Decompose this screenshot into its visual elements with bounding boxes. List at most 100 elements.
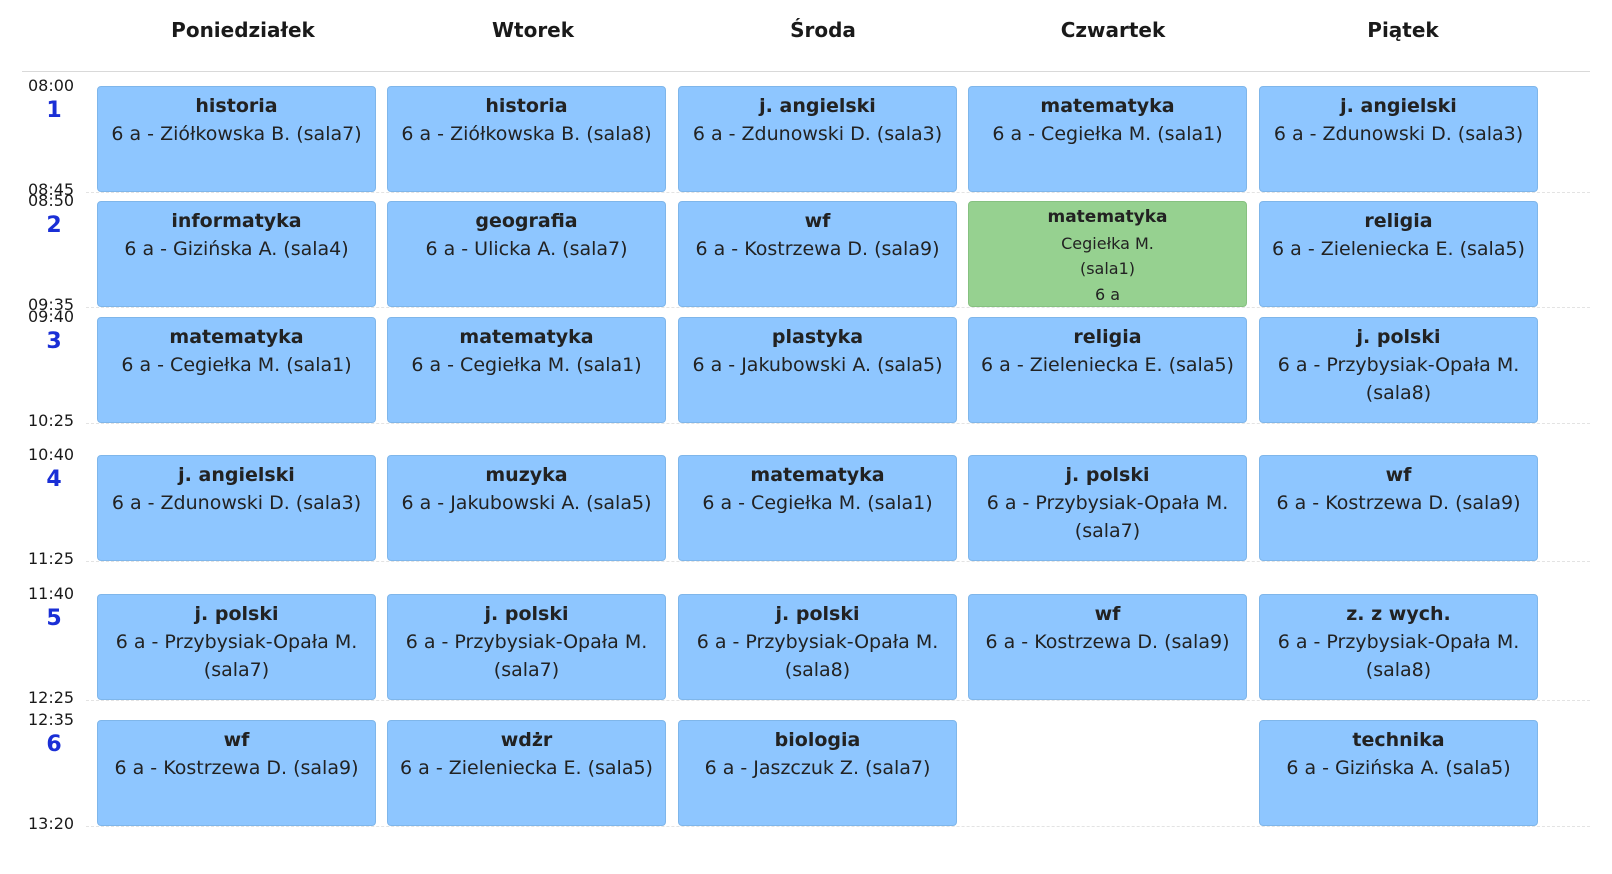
lesson-subject: j. polski <box>775 603 860 625</box>
lesson-card[interactable]: matematyka 6 a - Cegiełka M. (sala1) <box>678 455 957 561</box>
lesson-card[interactable]: j. polski 6 a - Przybysiak-Opała M. (sala… <box>387 594 666 700</box>
lesson-subject: plastyka <box>771 326 864 348</box>
lesson-details: 6 a - Zieleniecka E. (sala5) <box>981 354 1234 376</box>
period-start-time: 08:50 <box>28 191 75 210</box>
period-number: 1 <box>46 98 62 123</box>
lesson-subject: informatyka <box>171 210 302 232</box>
lesson-subject: matematyka <box>750 464 885 486</box>
lesson-details: 6 a - Przybysiak-Opała M. (sala7) <box>986 492 1229 542</box>
period-row-divider <box>86 423 1590 424</box>
period-start-time: 12:35 <box>28 710 75 729</box>
lesson-teacher: Cegiełka M. <box>1061 233 1154 253</box>
lesson-details: 6 a - Kostrzewa D. (sala9) <box>114 757 359 779</box>
period-number: 3 <box>46 329 62 354</box>
period-start-time: 08:00 <box>28 76 75 95</box>
lesson-card[interactable]: biologia 6 a - Jaszczuk Z. (sala7) <box>678 720 957 826</box>
period-end-time: 09:35 <box>28 295 75 314</box>
lesson-card[interactable]: technika 6 a - Gizińska A. (sala5) <box>1259 720 1538 826</box>
lesson-details: 6 a - Jakubowski A. (sala5) <box>401 492 652 514</box>
period-start-time: 11:40 <box>28 584 75 603</box>
period-row-divider <box>86 307 1590 308</box>
lesson-card[interactable]: z. z wych.6 a - Przybysiak-Opała M. (sal… <box>1259 594 1538 700</box>
lesson-card[interactable]: matematyka 6 a - Cegiełka M. (sala1) <box>968 86 1247 192</box>
lesson-subject: z. z wych. <box>1346 603 1451 625</box>
period-row-divider <box>86 192 1590 193</box>
period-end-time: 11:25 <box>28 549 75 568</box>
lesson-details: 6 a - Zdunowski D. (sala3) <box>111 492 362 514</box>
lesson-subject: religia <box>1073 326 1142 348</box>
lesson-subject: j. polski <box>194 603 279 625</box>
day-header-tuesday: Wtorek <box>491 18 575 42</box>
lesson-details: 6 a - Cegiełka M. (sala1) <box>702 492 933 514</box>
day-header-wednesday: Środa <box>790 18 856 42</box>
lesson-subject: matematyka <box>169 326 304 348</box>
lesson-subject: j. polski <box>484 603 569 625</box>
period-row-divider <box>86 700 1590 701</box>
lesson-details: 6 a - Jakubowski A. (sala5) <box>692 354 943 376</box>
lesson-card[interactable]: religia 6 a - Zieleniecka E. (sala5) <box>968 317 1247 423</box>
period-number: 6 <box>46 732 62 757</box>
lesson-card[interactable]: j. angielski 6 a - Zdunowski D. (sala3) <box>678 86 957 192</box>
lesson-card[interactable]: plastyka 6 a - Jakubowski A. (sala5) <box>678 317 957 423</box>
lesson-card[interactable]: matematyka 6 a - Cegiełka M. (sala1) <box>97 317 376 423</box>
period-start-time: 10:40 <box>28 445 75 464</box>
lesson-details: 6 a - Zdunowski D. (sala3) <box>1273 123 1524 145</box>
lesson-subject: matematyka <box>1040 95 1175 117</box>
lesson-subject: geografia <box>475 210 578 232</box>
lesson-details: 6 a - Przybysiak-Opała M. (sala8) <box>1277 354 1520 404</box>
lesson-details: 6 a - Gizińska A. (sala4) <box>124 238 349 260</box>
lesson-subject: historia <box>485 95 568 117</box>
lesson-details: 6 a - Zieleniecka E. (sala5) <box>1272 238 1525 260</box>
lesson-subject: matematyka <box>459 326 594 348</box>
lesson-card[interactable]: j. polski 6 a - Przybysiak-Opała M. (sala… <box>1259 317 1538 423</box>
lesson-details: 6 a - Przybysiak-Opała M. (sala8) <box>696 631 939 681</box>
lesson-subject: biologia <box>774 729 861 751</box>
lesson-details: 6 a - Jaszczuk Z. (sala7) <box>704 757 931 779</box>
lesson-details: 6 a - Kostrzewa D. (sala9) <box>695 238 940 260</box>
lesson-subject: wf <box>804 210 831 232</box>
lesson-subject: matematyka <box>1047 207 1168 227</box>
lesson-card[interactable]: j. polski 6 a - Przybysiak-Opała M. (sala… <box>678 594 957 700</box>
lesson-details: 6 a - Przybysiak-Opała M. (sala7) <box>405 631 648 681</box>
lesson-subject: j. polski <box>1065 464 1150 486</box>
lesson-card[interactable]: informatyka 6 a - Gizińska A. (sala4) <box>97 201 376 307</box>
lesson-subject: j. angielski <box>178 464 295 486</box>
period-row-divider <box>86 561 1590 562</box>
lesson-subject: wf <box>223 729 250 751</box>
lesson-card[interactable]: muzyka 6 a - Jakubowski A. (sala5) <box>387 455 666 561</box>
lesson-class: 6 a <box>1094 284 1121 304</box>
period-end-time: 08:45 <box>28 180 75 199</box>
lesson-details: 6 a - Cegiełka M. (sala1) <box>121 354 352 376</box>
lesson-subject: technika <box>1352 729 1445 751</box>
lesson-card[interactable]: religia 6 a - Zieleniecka E. (sala5) <box>1259 201 1538 307</box>
lesson-details: 6 a - Ziółkowska B. (sala7) <box>111 123 362 145</box>
lesson-subject: j. polski <box>1356 326 1441 348</box>
lesson-room: (sala1) <box>1079 259 1136 278</box>
period-number: 4 <box>46 467 62 492</box>
lesson-details: 6 a - Zdunowski D. (sala3) <box>692 123 943 145</box>
lesson-details: 6 a - Gizińska A. (sala5) <box>1286 757 1511 779</box>
lesson-card[interactable]: wf 6 a - Kostrzewa D. (sala9) <box>678 201 957 307</box>
lesson-card[interactable]: wf 6 a - Kostrzewa D. (sala9) <box>97 720 376 826</box>
lesson-card[interactable]: j. angielski 6 a - Zdunowski D. (sala3) <box>97 455 376 561</box>
header-divider <box>22 71 1590 72</box>
period-number: 2 <box>46 213 62 238</box>
period-number: 5 <box>46 606 62 631</box>
lesson-details: 6 a - Kostrzewa D. (sala9) <box>985 631 1230 653</box>
day-header-thursday: Czwartek <box>1060 18 1166 42</box>
lesson-details: 6 a - Cegiełka M. (sala1) <box>992 123 1223 145</box>
lesson-subject: j. angielski <box>759 95 876 117</box>
lesson-card[interactable]: j. polski 6 a - Przybysiak-Opała M. (sala… <box>968 455 1247 561</box>
lesson-subject: religia <box>1364 210 1433 232</box>
lesson-subject: muzyka <box>485 464 568 486</box>
